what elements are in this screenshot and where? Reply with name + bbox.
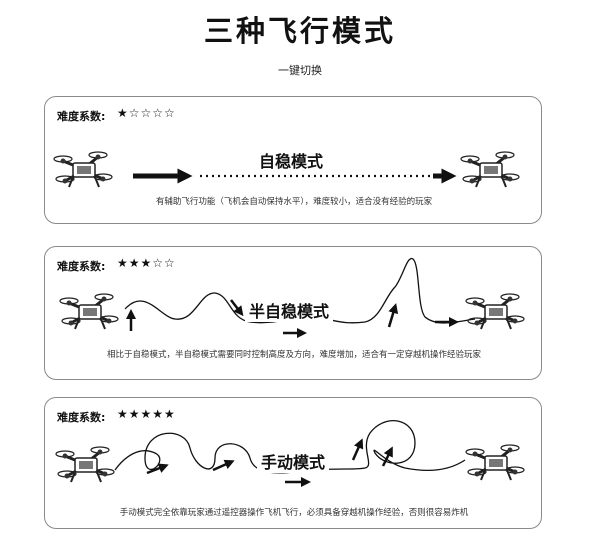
difficulty-stars: ★☆☆☆☆ xyxy=(117,106,176,120)
drone-icon xyxy=(52,150,114,189)
mode-name: 自稳模式 xyxy=(255,148,328,172)
flight-path-illustration xyxy=(58,257,526,338)
mode-card-stabilized: 难度系数: ★☆☆☆☆ 自稳模式 有辅助飞行功能（飞机会自动保持水平），难度较小… xyxy=(44,96,542,224)
difficulty-stars: ★★★☆☆ xyxy=(117,256,176,270)
page-subtitle: 一键切换 xyxy=(278,64,322,77)
drone-icon xyxy=(58,292,120,331)
drone-icon xyxy=(464,292,526,331)
mode-card-semi-stabilized: 难度系数: ★★★☆☆ 半自稳模式 相比于自稳模式，半自稳模式需要同时控制高度及… xyxy=(44,246,542,380)
mode-card-manual: 难度系数: ★★★★★ 手动模式 手动模式完全依靠玩家通过遥控器操作飞机飞行，必… xyxy=(44,397,542,529)
drone-icon xyxy=(459,150,521,189)
arrow-up-icon xyxy=(351,438,364,461)
arrow-up-icon xyxy=(381,446,393,467)
page-title: 三种飞行模式 xyxy=(203,14,396,48)
arrow-up-icon xyxy=(387,303,399,328)
arrow-down-icon xyxy=(230,299,244,317)
difficulty-stars: ★★★★★ xyxy=(117,407,176,421)
arrow-right-icon xyxy=(146,463,169,475)
drone-icon xyxy=(464,443,526,482)
mode-description: 相比于自稳模式，半自稳模式需要同时控制高度及方向，难度增加，适合有一定穿越机操作… xyxy=(106,350,481,360)
mode-name: 手动模式 xyxy=(257,449,330,473)
difficulty-label: 难度系数: xyxy=(57,110,106,123)
drone-icon xyxy=(54,445,116,484)
difficulty-label: 难度系数: xyxy=(57,260,106,273)
mode-name: 半自稳模式 xyxy=(245,298,334,322)
difficulty-label: 难度系数: xyxy=(57,411,106,424)
mode-description: 有辅助飞行功能（飞机会自动保持水平），难度较小，适合没有经验的玩家 xyxy=(155,197,433,207)
flight-path-illustration xyxy=(52,150,521,189)
arrow-right-icon xyxy=(212,459,235,472)
flight-path-curve xyxy=(124,257,476,324)
mode-description: 手动模式完全依靠玩家通过遥控器操作飞机飞行，必须具备穿越机操作经验，否则很容易炸… xyxy=(119,508,469,518)
